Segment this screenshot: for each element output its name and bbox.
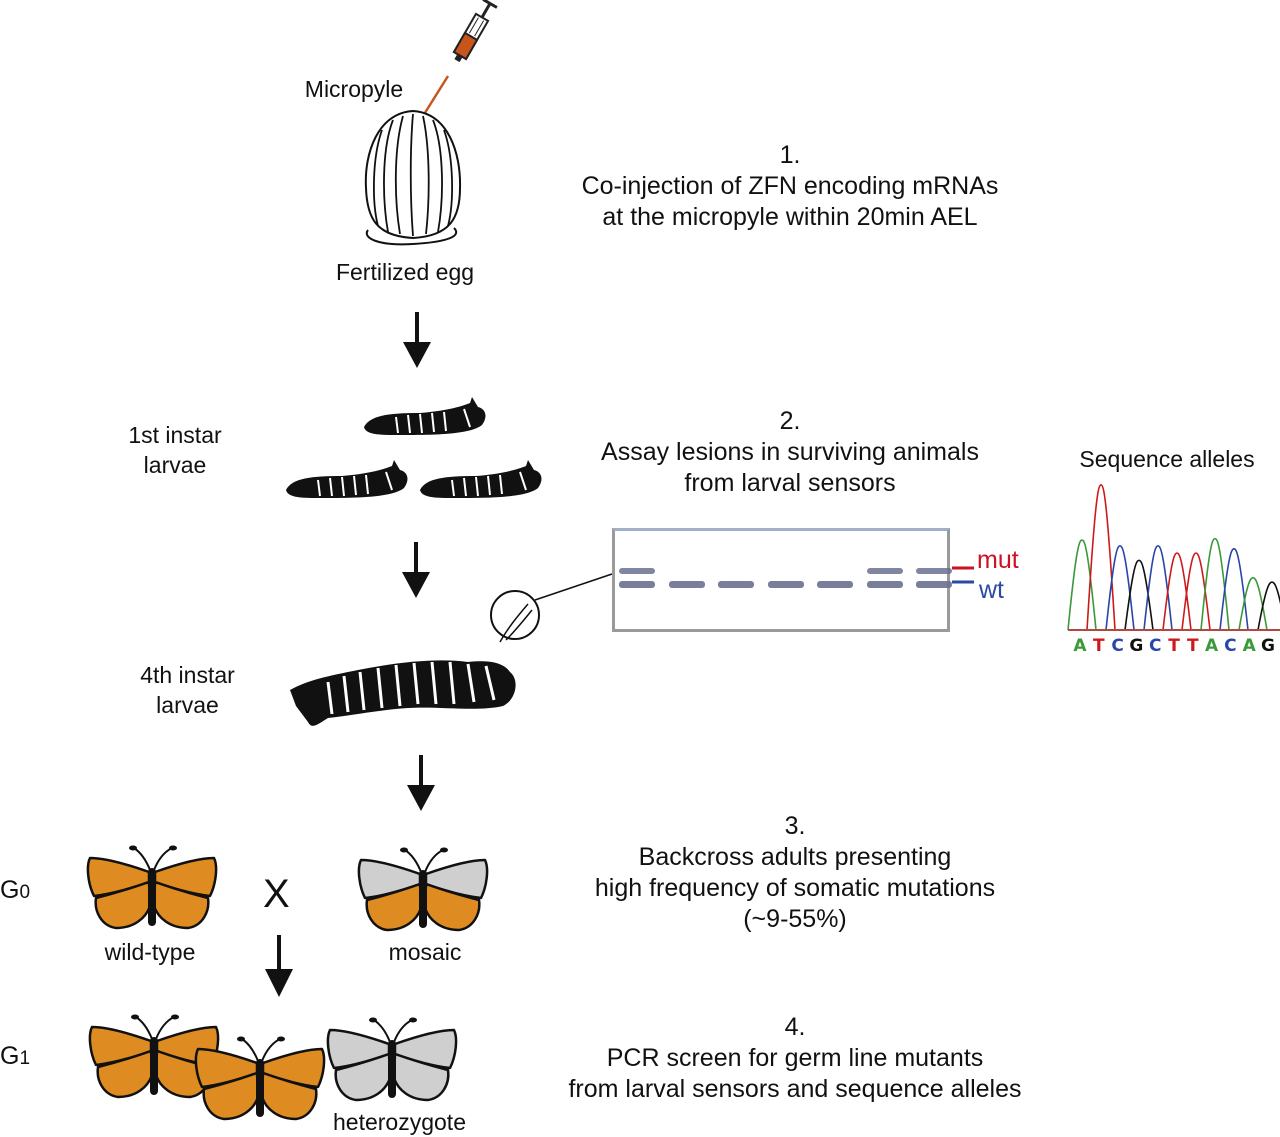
mut-label: mut [977, 546, 1019, 574]
gel-lane [866, 531, 903, 629]
base-call: G [1261, 636, 1275, 656]
arrow-down-icon [407, 755, 435, 811]
chromatogram-peak [1143, 545, 1173, 631]
fourth-instar-line-2: larvae [156, 692, 219, 718]
g0-letter: G [0, 876, 20, 904]
step-3-number: 3. [784, 812, 806, 840]
chromatogram-peak [1181, 552, 1211, 631]
gel-lane [817, 531, 853, 629]
larva-icon [364, 397, 486, 435]
larva-icon [286, 460, 408, 498]
step-3-line-1: Backcross adults presenting [638, 843, 952, 871]
wt-band [619, 581, 655, 588]
g1-letter: G [0, 1042, 20, 1070]
arrow-down-icon [265, 935, 293, 997]
first-instar-line-2: larvae [143, 452, 207, 478]
chromatogram-peak [1124, 559, 1154, 631]
fertilized-egg-label: Fertilized egg [335, 259, 475, 285]
g1-label: G1 [0, 1042, 30, 1071]
sequence-title: Sequence alleles [1079, 446, 1255, 472]
step-4-line-2: from larval sensors and sequence alleles [568, 1075, 1022, 1103]
arrow-down-icon [403, 312, 431, 368]
chromatogram-peak [1105, 545, 1135, 631]
step-3-line-2: high frequency of somatic mutations [594, 874, 996, 902]
larva-icon [420, 460, 542, 498]
wild-type-butterfly-icon [86, 845, 218, 930]
gel-lane [619, 531, 655, 629]
step-1-number: 1. [779, 141, 801, 169]
arrow-down-icon [402, 542, 430, 598]
micropyle-label: Micropyle [304, 76, 404, 102]
wt-band [718, 581, 754, 588]
step-2-number: 2. [779, 407, 801, 435]
base-call: C [1111, 636, 1124, 656]
chromatogram-peak [1219, 547, 1249, 631]
g0-label: G0 [0, 876, 30, 905]
gel-image [612, 528, 952, 632]
g0-subscript: 0 [19, 882, 31, 903]
mut-band [619, 568, 655, 574]
step-2: 2. Assay lesions in surviving animals fr… [540, 406, 1040, 499]
step-4: 4. PCR screen for germ line mutants from… [520, 1012, 1070, 1105]
wild-type-label: wild-type [104, 939, 196, 965]
first-instar-label: 1st instar larvae [120, 420, 230, 480]
syringe-icon [416, 0, 498, 125]
gel-lane [767, 531, 804, 629]
base-call: T [1092, 636, 1105, 656]
gel-lanes [615, 531, 952, 629]
wt-band [866, 581, 903, 588]
fourth-instar-label: 4th instar larvae [130, 660, 245, 720]
base-call: C [1224, 636, 1237, 656]
step-4-number: 4. [784, 1013, 806, 1041]
heterozygote-label: heterozygote [333, 1109, 466, 1135]
step-2-line-2: from larval sensors [684, 469, 896, 497]
base-call: T [1168, 636, 1180, 656]
gel-lane [668, 531, 705, 629]
base-call: A [1073, 636, 1087, 656]
mosaic-label: mosaic [388, 939, 462, 965]
base-call: G [1129, 636, 1144, 656]
step-3-line-3: (~9-55%) [743, 905, 847, 933]
g1-wild-type-butterfly-icon [194, 1036, 326, 1121]
g1-subscript: 1 [19, 1048, 31, 1069]
gel-lane [718, 531, 754, 629]
base-call: C [1148, 636, 1162, 656]
step-2-line-1: Assay lesions in surviving animals [601, 438, 979, 466]
wt-band [668, 581, 705, 588]
step-3: 3. Backcross adults presenting high freq… [540, 811, 1050, 935]
base-call: A [1205, 636, 1219, 656]
wt-band [916, 581, 952, 588]
fourth-instar-line-1: 4th instar [140, 662, 235, 688]
g1-wild-type-butterfly-icon [88, 1014, 220, 1099]
wt-band [817, 581, 853, 588]
magnifier-callout [490, 573, 613, 643]
step-1-line-2: at the micropyle within 20min AEL [602, 203, 978, 231]
gel-markers [952, 566, 974, 584]
egg-icon [364, 109, 462, 246]
first-instar-line-1: 1st instar [128, 422, 222, 448]
gel-lane [916, 531, 952, 629]
base-call: T [1186, 636, 1199, 656]
chromatogram-peak [1086, 484, 1116, 631]
step-4-line-1: PCR screen for germ line mutants [606, 1044, 984, 1072]
wt-band [767, 581, 804, 588]
wt-label: wt [979, 576, 1004, 604]
larva-large-icon [290, 660, 516, 726]
step-1-line-1: Co-injection of ZFN encoding mRNAs [581, 172, 999, 200]
mosaic-butterfly-icon [357, 847, 489, 932]
step-1: 1. Co-injection of ZFN encoding mRNAs at… [540, 140, 1040, 233]
chromatogram-peak [1238, 576, 1268, 631]
mut-band [866, 568, 903, 574]
chromatogram-peak [1257, 581, 1280, 631]
cross-symbol: X [263, 872, 290, 916]
chromatogram [1067, 484, 1280, 631]
chromatogram-peak [1200, 537, 1230, 631]
chromatogram-peak [1162, 552, 1192, 631]
mut-band [916, 568, 952, 574]
base-call: A [1242, 636, 1256, 656]
heterozygote-butterfly-icon [326, 1017, 458, 1102]
